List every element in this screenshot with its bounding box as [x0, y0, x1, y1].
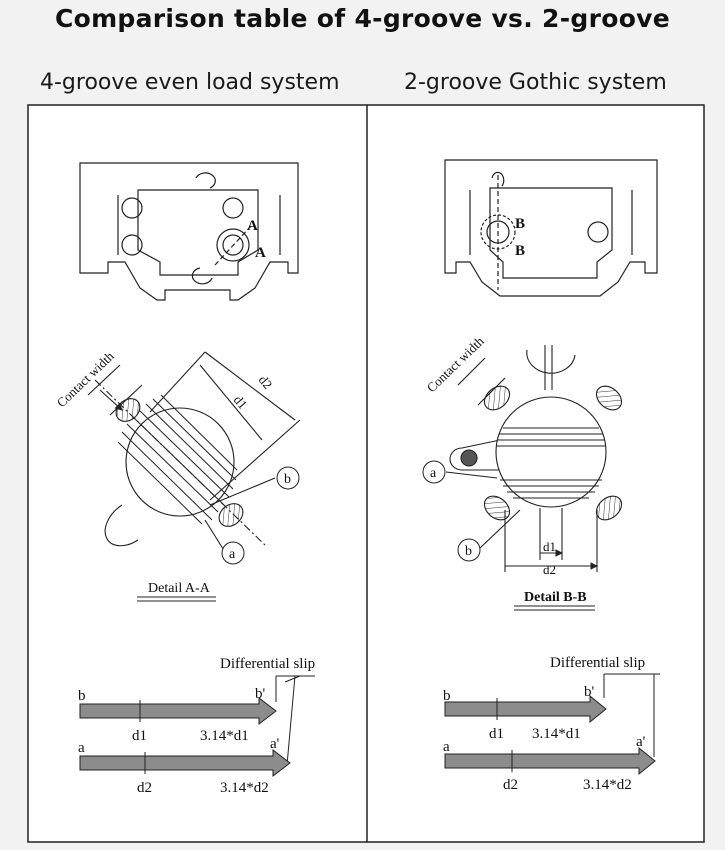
right-callout-a: a	[430, 466, 437, 481]
right-slip-len2: 3.14*d2	[583, 777, 632, 793]
right-slip-len1: 3.14*d1	[532, 726, 581, 742]
right-slip-d1: d1	[489, 726, 504, 742]
right-slip-dim-lines	[603, 673, 660, 757]
right-dim-d1: d1	[543, 539, 556, 554]
right-column-heading: 2-groove Gothic system	[404, 70, 667, 95]
right-slip-a-prime: a'	[636, 734, 646, 750]
right-arrow-a	[444, 746, 656, 776]
left-slip-d1: d1	[132, 728, 147, 744]
left-slip-len1: 3.14*d1	[200, 728, 249, 744]
left-section-label-2: A	[255, 245, 266, 261]
left-slip-b-prime: b'	[255, 686, 266, 702]
right-detail-title: Detail B-B	[524, 590, 587, 605]
left-slip-a-prime: a'	[270, 736, 280, 752]
left-slip-b: b	[78, 688, 86, 704]
left-callout-b-circle	[276, 466, 300, 490]
left-arrow-a	[79, 748, 291, 778]
left-column-heading: 4-groove even load system	[40, 70, 340, 95]
left-section-label-1: A	[247, 218, 258, 234]
right-slip-d2: d2	[503, 777, 518, 793]
left-slip-d2: d2	[137, 780, 152, 796]
left-callout-a: a	[229, 547, 236, 562]
right-slip-a: a	[443, 739, 450, 755]
left-slip-dim-lines	[275, 675, 315, 766]
left-slip-len2: 3.14*d2	[220, 780, 269, 796]
left-carriage-section	[79, 162, 299, 301]
page-title: Comparison table of 4-groove vs. 2-groov…	[54, 4, 671, 33]
right-arrow-b	[444, 694, 607, 724]
left-callout-a-circle	[221, 541, 245, 565]
right-slip-title: Differential slip	[550, 655, 645, 671]
right-section-label-1: B	[515, 216, 525, 232]
right-callout-a-circle	[422, 460, 446, 484]
left-detail-title: Detail A-A	[148, 581, 211, 596]
left-slip-a: a	[78, 740, 85, 756]
right-callout-b: b	[465, 544, 472, 559]
left-detail-drawing	[87, 351, 301, 553]
right-carriage-section	[444, 159, 658, 297]
right-dim-d2: d2	[543, 562, 556, 577]
left-callout-b: b	[284, 472, 291, 487]
left-arrow-b	[79, 696, 277, 726]
right-slip-b-prime: b'	[584, 684, 595, 700]
right-callout-b-circle	[457, 538, 481, 562]
left-slip-title: Differential slip	[220, 656, 315, 672]
right-slip-b: b	[443, 688, 451, 704]
right-detail-drawing	[445, 345, 623, 572]
right-section-label-2: B	[515, 243, 525, 259]
